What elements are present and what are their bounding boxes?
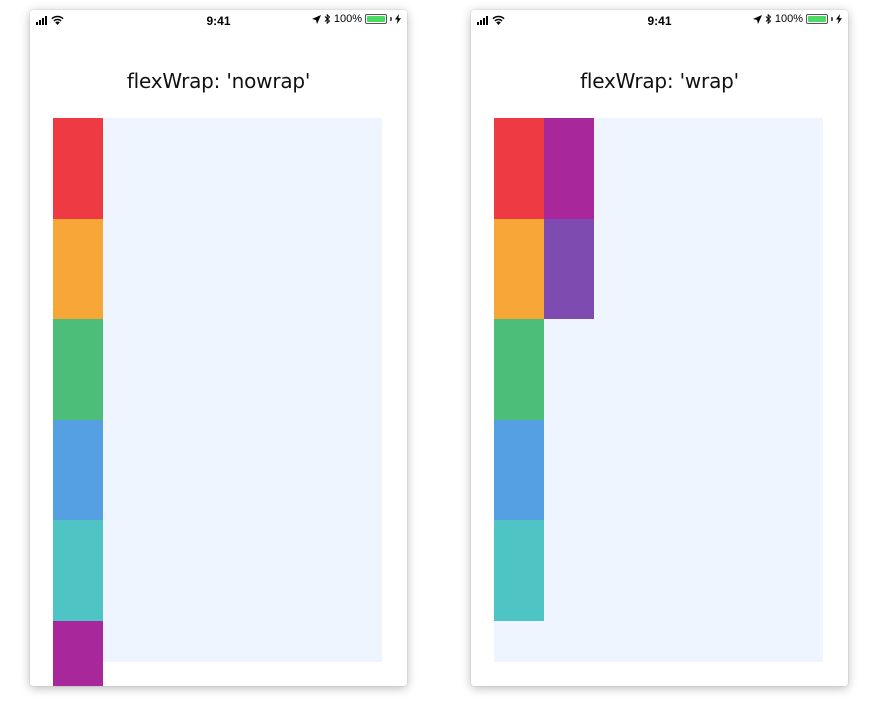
location-arrow-icon (752, 14, 762, 24)
battery-percent: 100% (774, 13, 803, 25)
flex-box-5 (53, 520, 103, 621)
flex-box-3 (53, 319, 103, 420)
flex-box-4 (53, 419, 103, 520)
battery-tip (831, 17, 833, 21)
flex-box-2 (53, 218, 103, 319)
flex-box-6 (544, 118, 594, 219)
status-indicators-left (36, 15, 64, 25)
flex-box-4 (494, 419, 544, 520)
wifi-icon (51, 15, 64, 25)
status-indicators-left (477, 15, 505, 25)
bluetooth-icon (324, 14, 331, 24)
status-indicators-right: 100% (752, 13, 842, 25)
battery-tip (390, 17, 392, 21)
phone-screen-wrap: 9:41 100% flexWrap: 'wrap' (471, 10, 848, 686)
flex-container-wrap (494, 118, 823, 662)
flex-box-5 (494, 520, 544, 621)
flex-container-nowrap (53, 118, 382, 686)
wifi-icon (492, 15, 505, 25)
cellular-signal-icon (477, 16, 488, 25)
cellular-signal-icon (36, 16, 47, 25)
flex-box-2 (494, 218, 544, 319)
page-title: flexWrap: 'nowrap' (126, 69, 311, 93)
battery-percent: 100% (333, 13, 362, 25)
flex-box-6 (53, 620, 103, 686)
flex-box-1 (53, 118, 103, 219)
battery-icon (365, 14, 387, 24)
flex-box-7 (544, 218, 594, 319)
flex-box-1 (494, 118, 544, 219)
charging-bolt-icon (395, 14, 401, 24)
phone-screen-nowrap: 9:41 100% flexWrap: 'nowrap' (30, 10, 407, 686)
status-indicators-right: 100% (311, 13, 401, 25)
status-bar: 9:41 100% (30, 10, 407, 30)
charging-bolt-icon (836, 14, 842, 24)
flex-box-3 (494, 319, 544, 420)
bluetooth-icon (765, 14, 772, 24)
status-bar: 9:41 100% (471, 10, 848, 30)
status-time: 9:41 (206, 14, 231, 28)
battery-icon (806, 14, 828, 24)
status-time: 9:41 (647, 14, 672, 28)
location-arrow-icon (311, 14, 321, 24)
page-title: flexWrap: 'wrap' (580, 69, 739, 93)
